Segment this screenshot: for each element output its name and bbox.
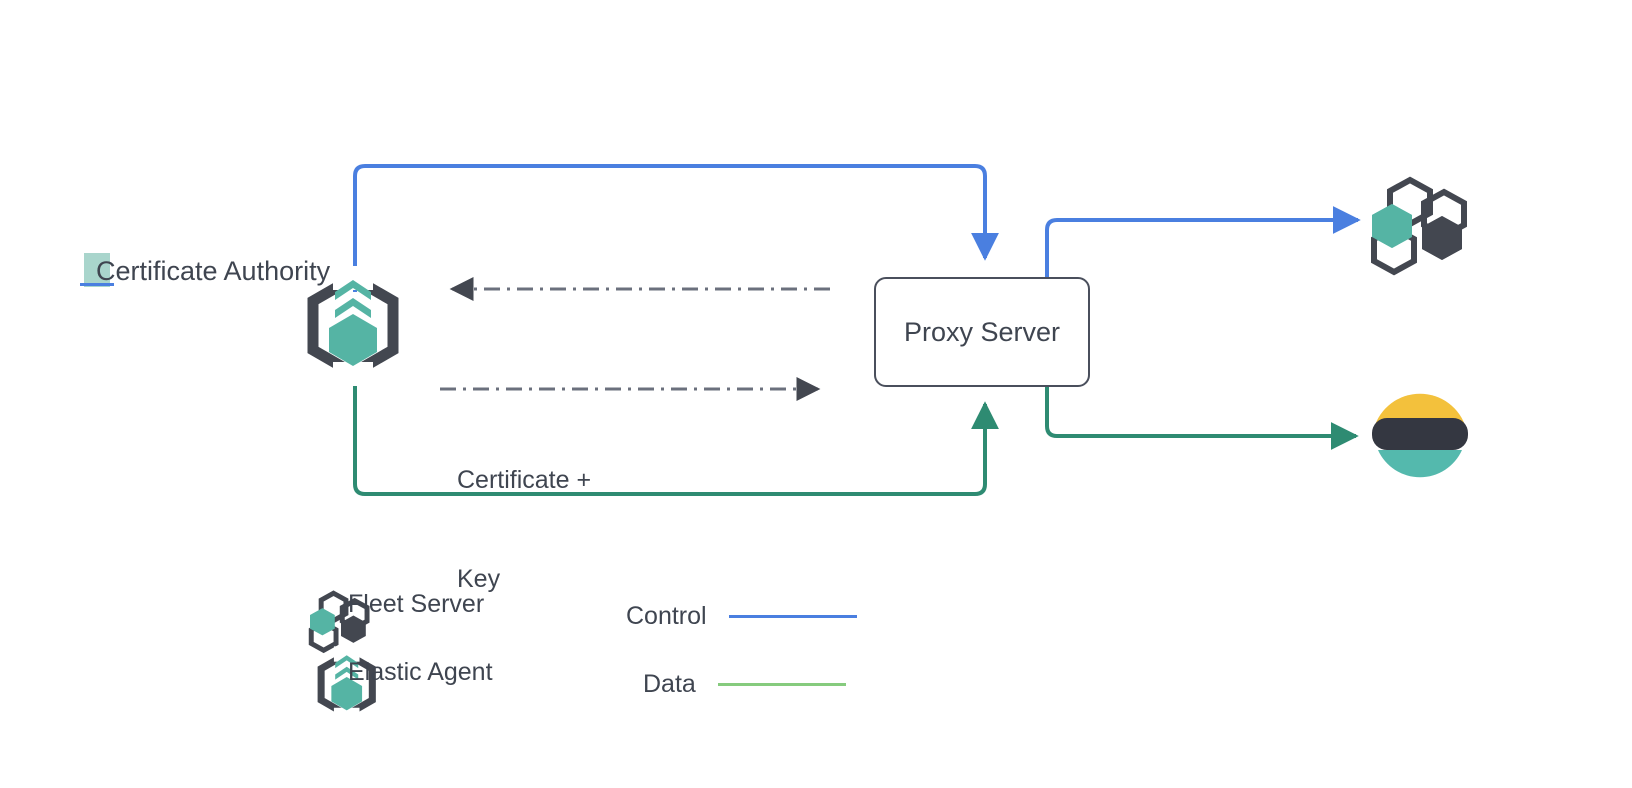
edge-data-proxy-to-elasticsearch [1045,387,1359,450]
legend-line-data [717,683,846,686]
certificate-authority-label: Certificate Authority [96,256,331,286]
edge-data-ca-to-proxy [353,378,999,496]
proxy-server-node[interactable]: Proxy Server [874,277,1090,387]
legend-item-data: Data [643,670,846,699]
certificate-key-line-1: Certificate + [457,466,592,494]
legend: Fleet Server Elastic Agent Control Data [300,580,920,720]
certificate-authority-highlight [84,253,110,287]
legend-label-fleet-server: Fleet Server [348,590,485,618]
certificate-key-line-2: Key [457,565,501,593]
legend-item-fleet-server: Fleet Server [310,590,484,619]
legend-item-elastic-agent: Elastic Agent [310,658,493,687]
proxy-server-label: Proxy Server [903,316,1061,347]
legend-elastic-agent-icon [317,646,376,724]
legend-fleet-server-icon [308,590,370,654]
legend-label-elastic-agent: Elastic Agent [348,658,493,686]
elastic-agent-icon [307,266,399,386]
edge-control-ca-to-proxy [353,164,999,292]
certificate-authority-underline [80,283,114,286]
elasticsearch-icon [1372,393,1468,478]
legend-line-control [728,615,857,618]
fleet-server-icon [1371,176,1467,276]
certificate-key-label: Certificate + Key [457,398,591,629]
legend-label-data: Data [643,670,696,698]
legend-item-control: Control [626,602,857,631]
edge-control-proxy-to-fleet [1045,206,1361,277]
legend-label-control: Control [626,602,707,630]
